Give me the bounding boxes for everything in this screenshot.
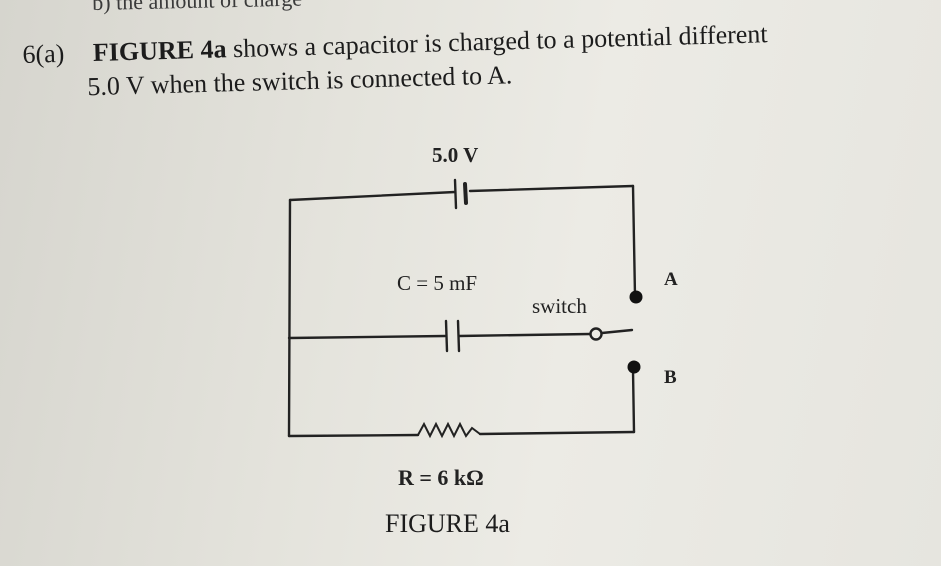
- terminal-b-dot: [627, 360, 641, 374]
- switch-label: switch: [532, 294, 587, 318]
- bottom-wire-left: [287, 433, 420, 438]
- capacitor-plate-left: [444, 319, 449, 353]
- battery-short-plate: [463, 182, 468, 205]
- resistor-label: R = 6 kΩ: [398, 465, 484, 490]
- battery-label: 5.0 V: [432, 143, 478, 167]
- terminal-b-label: B: [664, 367, 677, 388]
- bottom-wire-right: [478, 430, 636, 436]
- middle-wire-right: [457, 332, 592, 338]
- right-wire-from-b: [631, 368, 636, 434]
- switch-pivot: [589, 327, 603, 341]
- top-wire-right: [468, 184, 635, 193]
- top-wire-left: [288, 190, 457, 202]
- middle-wire-left: [287, 334, 447, 340]
- capacitor-label: C = 5 mF: [397, 271, 477, 295]
- terminal-a-label: A: [664, 269, 678, 290]
- resistor: [417, 421, 481, 439]
- terminal-a-dot: [629, 290, 643, 304]
- right-wire-to-a: [631, 184, 637, 298]
- figure-caption: FIGURE 4a: [385, 509, 510, 538]
- left-wire: [287, 198, 292, 438]
- switch-blade: [600, 328, 634, 335]
- battery-long-plate: [453, 178, 458, 210]
